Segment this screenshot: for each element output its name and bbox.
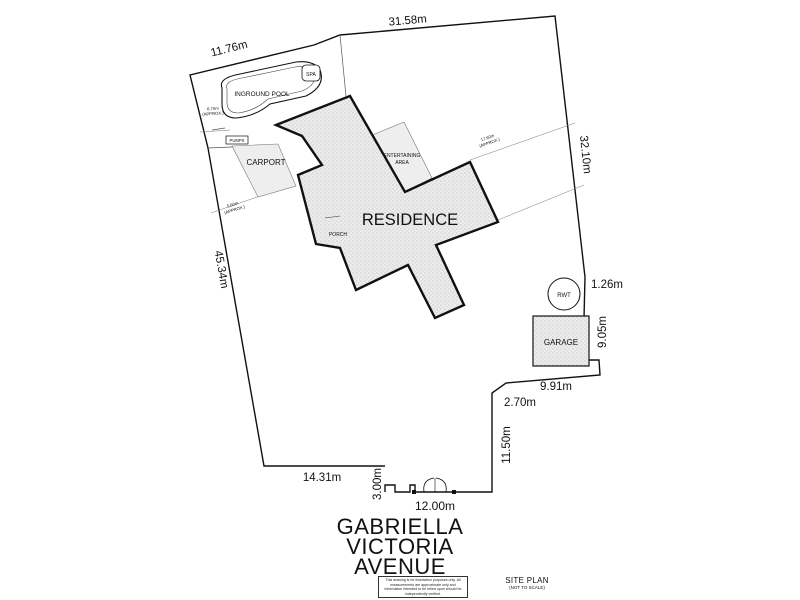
property-boundary xyxy=(189,15,601,493)
rwt-tank xyxy=(547,277,581,311)
dim-gate-side: 3.00m xyxy=(372,468,384,500)
inground-pool xyxy=(220,61,322,119)
fence-line-pool-left xyxy=(211,127,226,131)
dim-notch: 2.70m xyxy=(504,397,536,409)
inground-pool-label: INGROUND POOL xyxy=(234,91,290,98)
spa-label: SPA xyxy=(306,72,316,78)
site-plan-title: SITE PLAN xyxy=(505,576,549,585)
entertaining-label-1: ENTERTAINING xyxy=(384,153,421,159)
pumps-box xyxy=(225,135,249,145)
fence-line-upper xyxy=(339,34,347,97)
offset-carport-approx: (APPROX.) xyxy=(224,204,246,216)
entertaining-label-2: AREA xyxy=(395,160,409,166)
disclaimer-box: This drawing is for illustration purpose… xyxy=(378,576,468,599)
dim-frontage: 12.00m xyxy=(415,499,455,513)
carport xyxy=(231,143,297,198)
inground-pool-inner xyxy=(226,66,316,114)
offset-carport-value: 5.60m xyxy=(226,200,239,209)
offset-right-value: 17.60m xyxy=(480,133,495,143)
gate-left xyxy=(423,477,435,493)
dim-right-upper: 32.10m xyxy=(577,135,593,174)
dim-right-garage: 9.05m xyxy=(597,316,609,348)
title-block: SITE PLAN (NOT TO SCALE) xyxy=(497,576,557,591)
dim-bottom-left: 14.31m xyxy=(303,472,341,484)
porch-divider xyxy=(324,215,341,219)
site-plan-subtitle: (NOT TO SCALE) xyxy=(509,585,545,590)
residence-label: RESIDENCE xyxy=(362,211,458,229)
offset-line-right xyxy=(469,122,576,161)
street-name-line-1: GABRIELLA xyxy=(336,514,464,539)
offset-pool-value: 6.70m xyxy=(207,106,219,112)
garage-label: GARAGE xyxy=(544,338,578,347)
street-name-line-2: VICTORIA xyxy=(346,534,454,559)
carport-label: CARPORT xyxy=(247,158,286,167)
residence-footprint xyxy=(272,94,500,320)
dim-right-lower: 11.50m xyxy=(501,426,513,464)
dim-right-rwt: 1.26m xyxy=(591,279,623,291)
gate-post-right xyxy=(452,490,456,494)
dim-top-left: 11.76m xyxy=(210,39,249,60)
gate-post-left xyxy=(412,490,416,494)
street-name-line-3: AVENUE xyxy=(354,554,446,579)
offset-pool-approx: (APPROX.) xyxy=(202,110,224,117)
porch-label: PORCH xyxy=(329,232,347,238)
garage xyxy=(532,315,590,367)
dim-garage-bottom: 9.91m xyxy=(540,381,572,393)
offset-line-pool xyxy=(199,129,231,133)
gate-right xyxy=(435,477,447,493)
dim-top: 31.58m xyxy=(388,13,427,28)
spa xyxy=(301,64,321,82)
pumps-label: PUMPS xyxy=(230,138,245,143)
rwt-label: RWT xyxy=(557,293,571,299)
fence-line-right xyxy=(497,184,585,221)
